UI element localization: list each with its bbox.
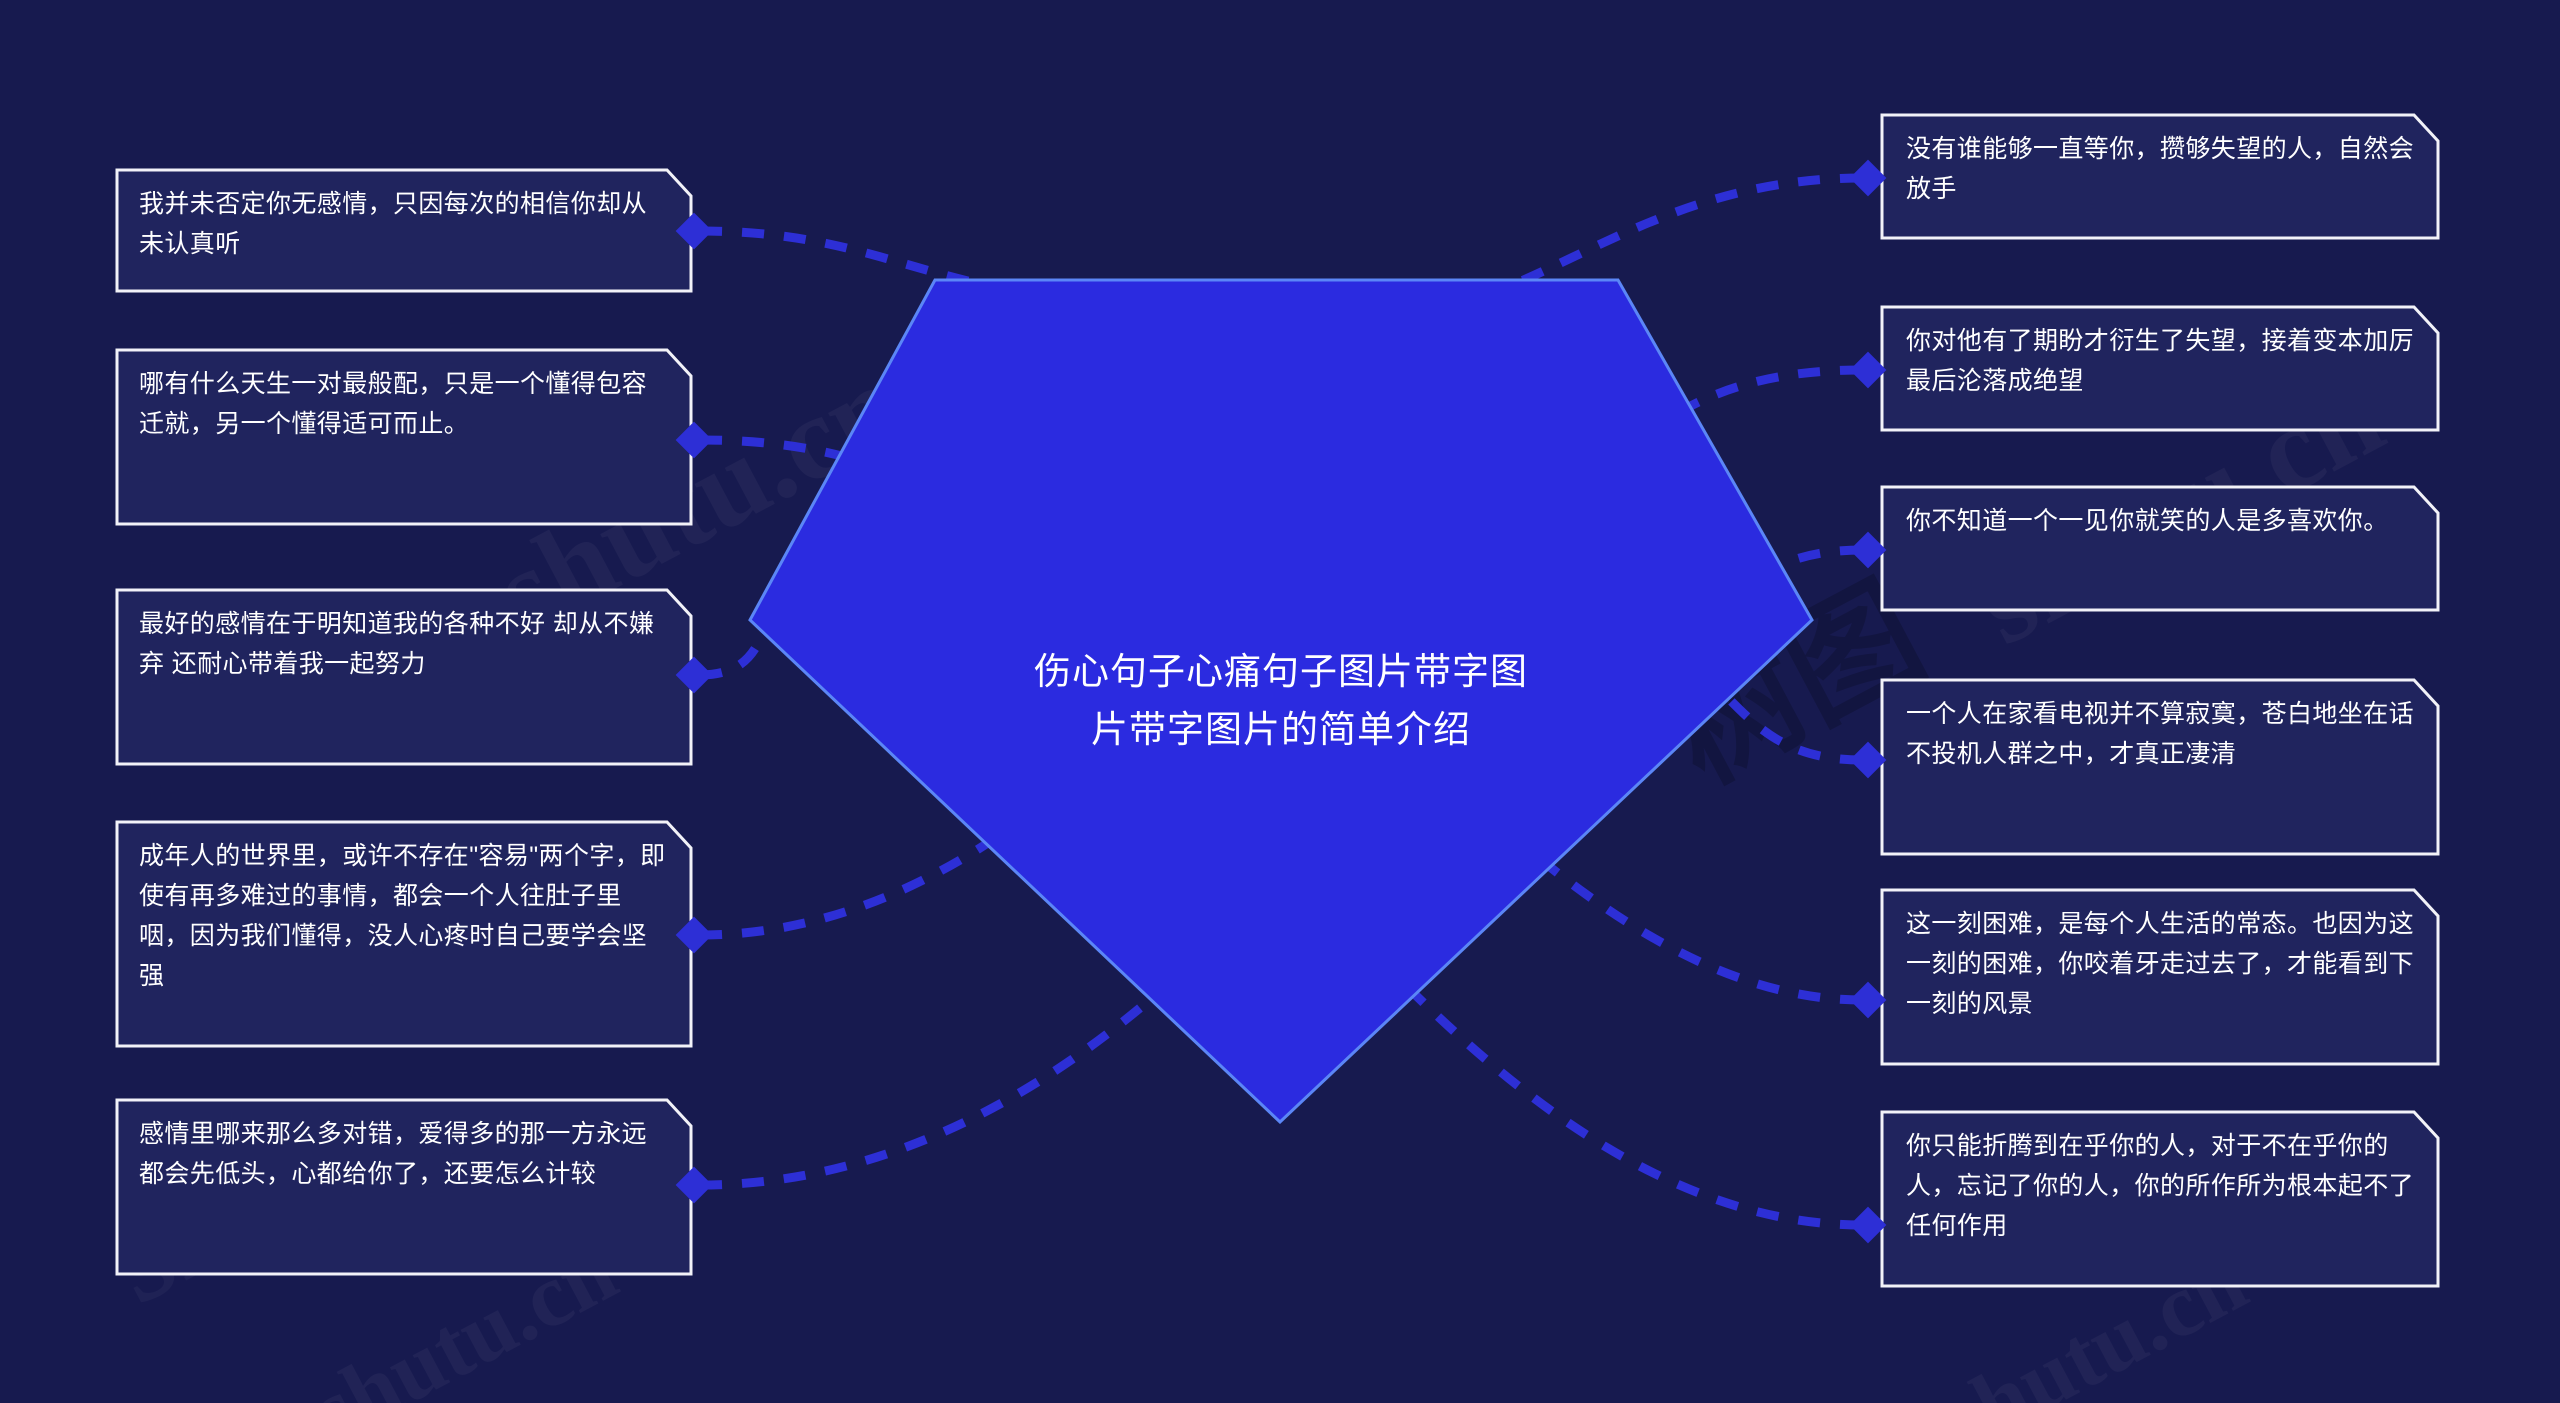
leaf-text: 最好的感情在于明知道我的各种不好 却从不嫌弃 还耐心带着我一起努力 — [139, 610, 655, 678]
leaf-box-right-6[interactable]: 你只能折腾到在乎你的人，对于不在乎你的人，忘记了你的人，你的所作所为根本起不了任… — [1880, 1110, 2440, 1288]
leaf-box-right-2[interactable]: 你对他有了期盼才衍生了失望，接着变本加厉最后沦落成绝望 — [1880, 305, 2440, 432]
center-node[interactable]: 伤心句子心痛句子图片带字图片带字图片的简单介绍 — [748, 278, 1814, 1124]
leaf-box-left-1[interactable]: 我并未否定你无感情，只因每次的相信你却从未认真听 — [115, 168, 693, 293]
center-node-title-wrap: 伤心句子心痛句子图片带字图片带字图片的简单介绍 — [748, 278, 1814, 1124]
center-node-title: 伤心句子心痛句子图片带字图片带字图片的简单介绍 — [1034, 651, 1528, 750]
leaf-box-right-4[interactable]: 一个人在家看电视并不算寂寞，苍白地坐在话不投机人群之中，才真正凄清 — [1880, 678, 2440, 856]
leaf-text: 你不知道一个一见你就笑的人是多喜欢你。 — [1906, 507, 2389, 535]
leaf-text: 成年人的世界里，或许不存在"容易"两个字，即使有再多难过的事情，都会一个人往肚子… — [139, 842, 666, 990]
leaf-frame — [1880, 678, 2440, 856]
leaf-text: 你对他有了期盼才衍生了失望，接着变本加厉最后沦落成绝望 — [1906, 327, 2415, 395]
leaf-box-left-2[interactable]: 哪有什么天生一对最般配，只是一个懂得包容迁就，另一个懂得适可而止。 — [115, 348, 693, 526]
leaf-frame — [1880, 888, 2440, 1066]
leaf-box-right-3[interactable]: 你不知道一个一见你就笑的人是多喜欢你。 — [1880, 485, 2440, 612]
leaf-text: 一个人在家看电视并不算寂寞，苍白地坐在话不投机人群之中，才真正凄清 — [1906, 700, 2415, 768]
leaf-frame — [1880, 1110, 2440, 1288]
leaf-text: 你只能折腾到在乎你的人，对于不在乎你的人，忘记了你的人，你的所作所为根本起不了任… — [1906, 1132, 2415, 1240]
leaf-frame — [1880, 113, 2440, 240]
leaf-box-left-4[interactable]: 成年人的世界里，或许不存在"容易"两个字，即使有再多难过的事情，都会一个人往肚子… — [115, 820, 693, 1048]
leaf-box-right-1[interactable]: 没有谁能够一直等你，攒够失望的人，自然会放手 — [1880, 113, 2440, 240]
leaf-box-left-5[interactable]: 感情里哪来那么多对错，爱得多的那一方永远都会先低头，心都给你了，还要怎么计较 — [115, 1098, 693, 1276]
leaf-text: 感情里哪来那么多对错，爱得多的那一方永远都会先低头，心都给你了，还要怎么计较 — [139, 1120, 648, 1188]
center-node-shape — [748, 278, 1814, 1124]
leaf-text: 我并未否定你无感情，只因每次的相信你却从未认真听 — [139, 190, 648, 258]
leaf-frame — [1880, 305, 2440, 432]
leaf-text: 哪有什么天生一对最般配，只是一个懂得包容迁就，另一个懂得适可而止。 — [139, 370, 648, 438]
leaf-box-left-3[interactable]: 最好的感情在于明知道我的各种不好 却从不嫌弃 还耐心带着我一起努力 — [115, 588, 693, 766]
leaf-box-right-5[interactable]: 这一刻困难，是每个人生活的常态。也因为这一刻的困难，你咬着牙走过去了，才能看到下… — [1880, 888, 2440, 1066]
leaf-text: 这一刻困难，是每个人生活的常态。也因为这一刻的困难，你咬着牙走过去了，才能看到下… — [1906, 910, 2415, 1018]
leaf-frame — [1880, 485, 2440, 612]
leaf-text: 没有谁能够一直等你，攒够失望的人，自然会放手 — [1906, 135, 2415, 203]
